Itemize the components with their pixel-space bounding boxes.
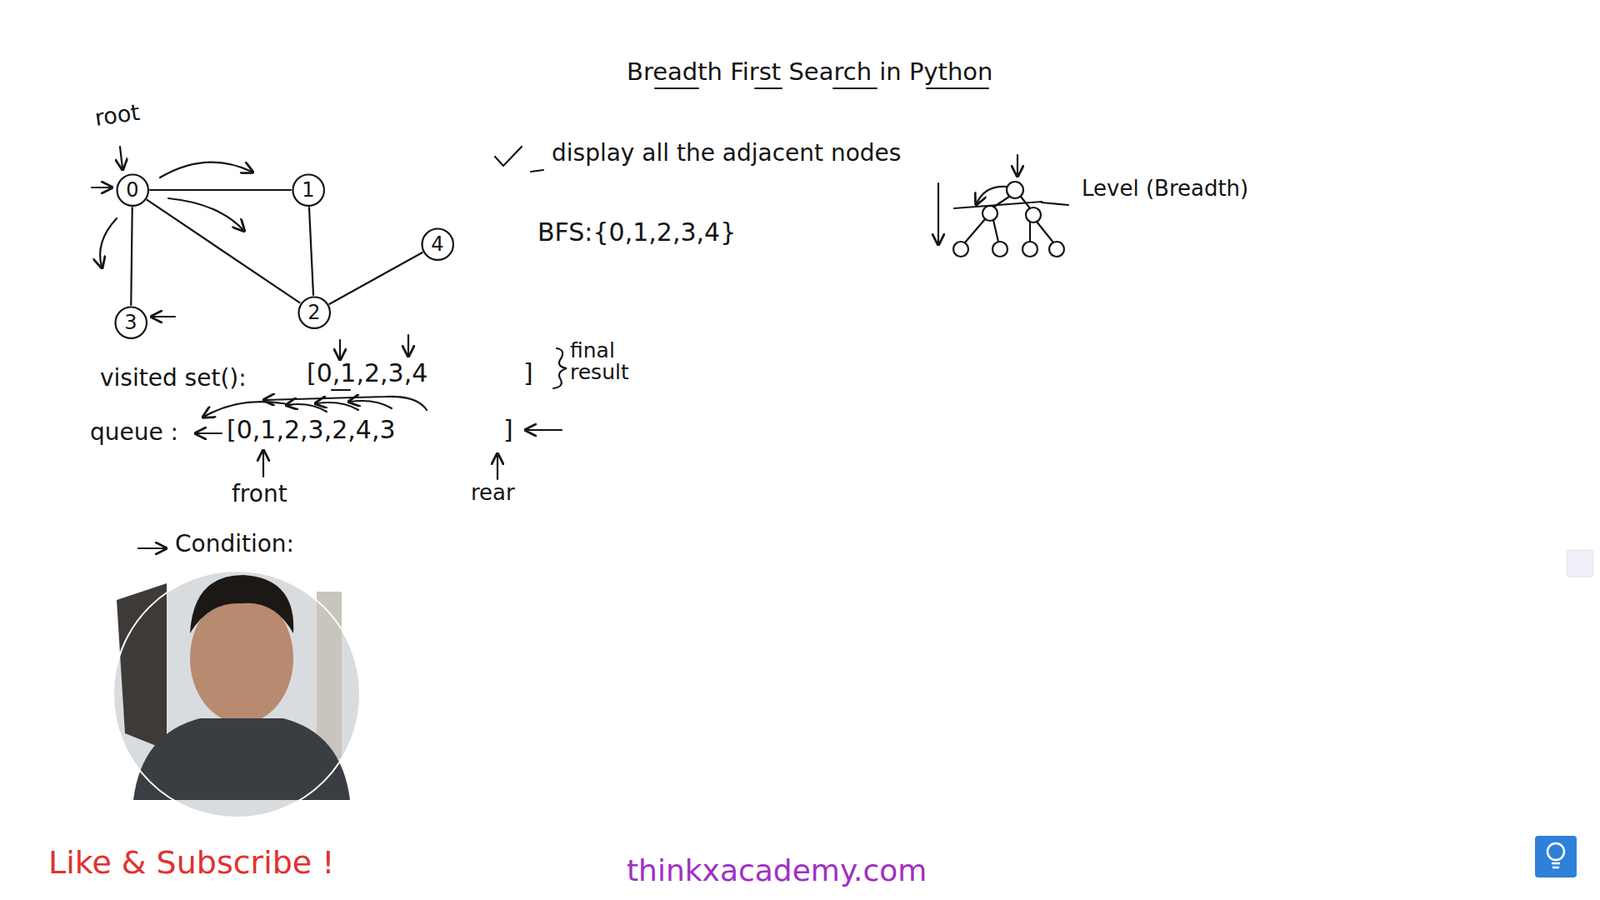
check-mark [495,146,522,166]
graph-node: 0 [115,173,150,207]
graph-edge [130,206,132,306]
traverse-arrow [160,162,252,178]
webcam-photo [113,570,360,818]
sketch-label: display all the adjacent nodes [551,140,901,167]
graph-node: 4 [420,227,455,261]
transfer-arcs [204,396,427,417]
page-title: Breadth First Search in Python [626,58,993,86]
graph-edge [309,206,314,296]
graph-node: 3 [114,305,148,340]
sketch-label: Like & Subscribe ! [48,845,335,882]
sketch-label: Level (Breadth) [1081,176,1249,202]
sketch-label: Condition: [175,530,295,558]
graph-node: 1 [291,173,325,207]
side-widget [1566,550,1594,577]
node-label: 1 [301,180,315,200]
pointer-arrow [407,335,410,355]
sketch-label: [0,1,2,3,4 [306,359,428,389]
root-arrow [120,146,123,169]
rear-arrow [496,455,499,480]
node-label: 2 [307,302,320,323]
graph-edge [149,189,292,191]
traverse-arrow [100,218,117,267]
sketch-label: [0,1,2,3,2,4,3 [226,415,396,445]
sketch-label: front [231,480,288,508]
front-arrow [262,451,265,477]
sketch-label: BFS:{0,1,2,3,4} [537,218,736,248]
depth-arrow [937,183,940,244]
graph-edge [329,252,424,305]
sketch-label: root [93,99,142,131]
entry-arrow [91,186,111,189]
traverse-arrow [168,198,244,230]
sketch-label: queue : [90,419,179,446]
brace [553,348,567,389]
sketch-label: ] [523,359,534,389]
graph-node: 2 [297,295,331,330]
tree-arrow [1016,155,1019,175]
graph-edge [146,199,300,303]
dequeue-arrow [196,432,222,435]
sketch-label: thinkxacademy.com [626,853,927,888]
enqueue-arrow [526,429,562,431]
underline [331,389,350,391]
node-label: 3 [124,312,137,333]
sketch-label: rear [470,480,515,506]
bullet-arrow [138,547,165,550]
sketch-label: visited set(): [100,365,247,392]
pointer-arrow [339,340,341,359]
title-underline [655,87,989,90]
node-label: 4 [430,234,444,255]
lightbulb-badge [1535,835,1577,878]
tree-sketch [953,181,1069,257]
sketch-label: final result [570,340,650,385]
sketch-label: ] [503,415,514,445]
pointer-arrow [152,315,175,318]
dash [530,170,544,172]
node-label: 0 [125,180,139,200]
